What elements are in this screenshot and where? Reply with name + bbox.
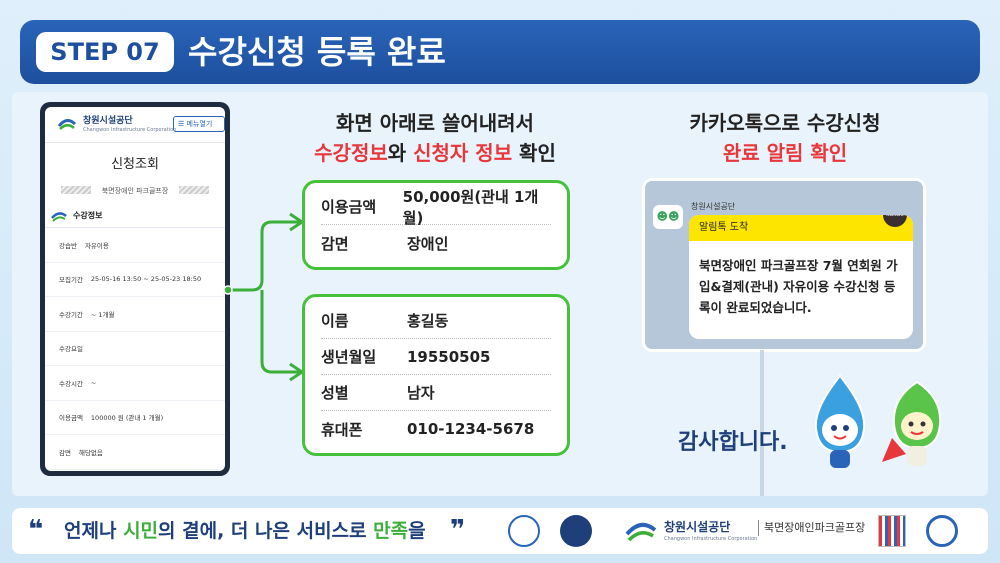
decorative-hatch — [179, 186, 209, 194]
row-key: 모집기간 — [59, 276, 83, 285]
applicant-info-box: 이름 홍길동 생년월일 19550505 성별 남자 휴대폰 010-1234-… — [302, 294, 570, 456]
section-title: 수강정보 — [73, 211, 103, 220]
info-value: 남자 — [407, 384, 435, 402]
bubble-header: 알림톡 도착 kakao — [689, 215, 913, 241]
slogan-text: 의 곁에, 더 나은 서비스로 — [158, 520, 374, 542]
footer-brand: 창원시설공단 — [664, 520, 731, 534]
phone-brand-sub: Changwon Infrastructure Corporation — [83, 127, 177, 133]
list-item: 수강시간 ~ — [45, 366, 225, 401]
info-value: 50,000원(관내 1개월) — [402, 187, 539, 227]
kakao-message-bubble: 알림톡 도착 kakao 북면장애인 파크골프장 7월 연회원 가입&결제(관내… — [689, 215, 913, 339]
breadcrumb: 북면장애인 파크골프장 — [45, 180, 225, 202]
certification-seal-icon — [926, 515, 958, 547]
bubble-header-label: 알림톡 도착 — [699, 222, 749, 233]
mascot-leaf-icon — [882, 380, 942, 466]
info-key: 생년월일 — [321, 348, 377, 366]
kakao-heading-line2: 완료 알림 확인 — [722, 141, 848, 165]
row-value: 자유이용 — [84, 241, 109, 250]
footer-bar: ❝ 언제나 시민의 곁에, 더 나은 서비스로 만족을 ❞ 창원시설공단 Cha… — [12, 508, 988, 554]
row-value: ~ — [90, 378, 97, 387]
slogan-text: 언제나 — [64, 520, 124, 542]
slogan-text: 을 — [408, 520, 426, 542]
section-header: 수강정보 — [45, 206, 225, 228]
breadcrumb-label: 북면장애인 파크골프장 — [101, 187, 169, 195]
mascot-drop-icon — [814, 374, 866, 468]
changwon-emblem-icon — [560, 515, 592, 547]
kakao-notification-card: ☻☻ 창원시설공단 알림톡 도착 kakao 북면장애인 파크골프장 7월 연회… — [642, 178, 926, 352]
info-row: 감면 장애인 — [321, 225, 551, 261]
corporation-logo-icon — [57, 119, 77, 130]
list-item: 모집기간 25-05-16 13:50 ~ 25-05-23 18:50 — [45, 263, 225, 297]
phone-page-title: 신청조회 — [111, 157, 159, 172]
step-badge: STEP 07 — [36, 32, 174, 72]
header-bar: STEP 07 수강신청 등록 완료 — [20, 20, 980, 84]
info-value: 19550505 — [407, 347, 491, 366]
info-row: 이름 홍길동 — [321, 303, 551, 339]
heading-line2: 수강정보와 신청자 정보 확인 — [270, 138, 600, 168]
heading-highlight: 수강정보 — [314, 141, 388, 165]
info-key: 성별 — [321, 384, 349, 402]
phone-screen: 창원시설공단 Changwon Infrastructure Corporati… — [45, 107, 225, 471]
decorative-hatch — [61, 186, 91, 194]
row-value: 해당없음 — [78, 448, 103, 457]
kakao-sender: 창원시설공단 — [691, 202, 736, 211]
list-item: 수강요일 — [45, 332, 225, 366]
thanks-text: 감사합니다. — [678, 430, 788, 455]
menu-open-button[interactable]: ☰ 메뉴열기 — [173, 116, 225, 132]
heading-text: 확인 — [512, 141, 556, 165]
kakao-heading-line1: 카카오톡으로 수강신청 — [689, 111, 881, 135]
info-value: 장애인 — [407, 234, 449, 253]
info-key: 휴대폰 — [321, 420, 363, 439]
kakao-message-text: 북면장애인 파크골프장 7월 연회원 가입&결제(관내) 자유이용 수강신청 등… — [699, 258, 898, 315]
heading-text: 와 — [387, 141, 414, 165]
kakao-heading: 카카오톡으로 수강신청 완료 알림 확인 — [640, 108, 930, 168]
info-row: 이용금액 50,000원(관내 1개월) — [321, 187, 551, 227]
close-quote-icon: ❞ — [450, 515, 466, 545]
course-info-box: 이용금액 50,000원(관내 1개월) 감면 장애인 — [302, 180, 570, 270]
scroll-instruction-heading: 화면 아래로 쓸어내려서 수강정보와 신청자 정보 확인 — [270, 108, 600, 168]
row-value: 25-05-16 13:50 ~ 25-05-23 18:50 — [90, 275, 202, 284]
list-item: 수강기간 ~ 1개월 — [45, 297, 225, 332]
row-value: 100000 원 (관내 1 개월) — [90, 414, 164, 423]
section-logo-icon — [51, 212, 67, 222]
info-value: 홍길동 — [407, 312, 449, 330]
info-value: 010-1234-5678 — [407, 420, 535, 438]
phone-mockup: 창원시설공단 Changwon Infrastructure Corporati… — [40, 102, 230, 476]
decorative-pole — [760, 350, 764, 496]
sender-avatar-icon: ☻☻ — [653, 205, 683, 229]
row-key: 수강요일 — [59, 345, 83, 354]
list-item: 이용금액 100000 원 (관내 1 개월) — [45, 401, 225, 435]
info-row: 휴대폰 010-1234-5678 — [321, 411, 551, 447]
row-key: 강습반 — [59, 241, 77, 250]
info-key: 감면 — [321, 234, 349, 253]
course-info-list: 강습반 자유이용 모집기간 25-05-16 13:50 ~ 25-05-23 … — [45, 228, 225, 470]
phone-header: 창원시설공단 Changwon Infrastructure Corporati… — [45, 107, 225, 143]
row-key: 이용금액 — [59, 414, 83, 423]
slogan-highlight: 만족 — [373, 520, 409, 542]
footer-slogan: 언제나 시민의 곁에, 더 나은 서비스로 만족을 — [64, 518, 426, 544]
row-key: 수강기간 — [59, 310, 83, 319]
phone-brand: 창원시설공단 — [83, 116, 133, 126]
footer-brand-sub: Changwon Infrastructure Corporation — [664, 536, 758, 542]
info-key: 이름 — [321, 312, 349, 330]
row-key: 수강시간 — [59, 379, 83, 388]
kakao-badge-icon: kakao — [883, 215, 907, 227]
footer-place: 북면장애인파크골프장 — [764, 521, 866, 534]
certification-mark-icon — [878, 515, 906, 547]
divider — [758, 520, 759, 536]
page-title: 수강신청 등록 완료 — [188, 33, 446, 71]
row-value: ~ 1개월 — [90, 310, 115, 319]
list-item: 감면 해당없음 — [45, 435, 225, 470]
slogan-highlight: 시민 — [123, 520, 159, 542]
heading-line1: 화면 아래로 쓸어내려서 — [336, 111, 534, 135]
row-key: 감면 — [59, 448, 71, 457]
open-quote-icon: ❝ — [28, 515, 44, 545]
consumer-award-icon — [508, 515, 540, 547]
info-row: 생년월일 19550505 — [321, 339, 551, 375]
info-row: 성별 남자 — [321, 375, 551, 411]
corporation-logo-icon — [625, 522, 657, 542]
list-item: 강습반 자유이용 — [45, 228, 225, 263]
info-key: 이용금액 — [321, 198, 377, 216]
heading-highlight: 신청자 정보 — [413, 141, 513, 165]
